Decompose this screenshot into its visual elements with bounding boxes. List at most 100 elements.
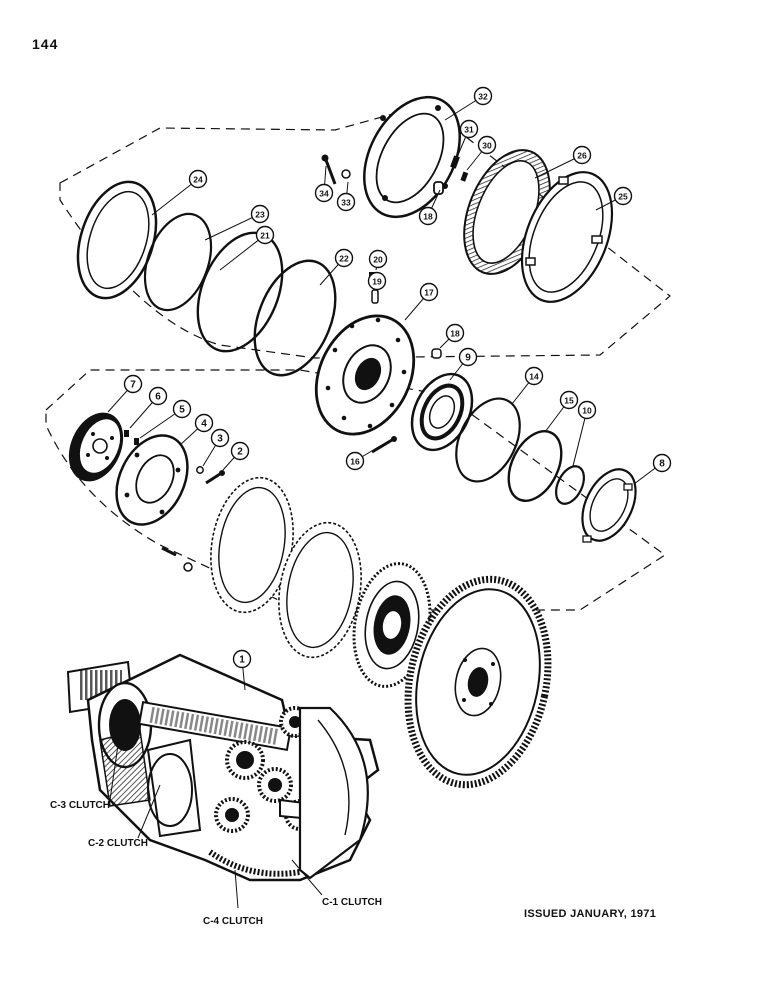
part-17-housing (314, 314, 416, 436)
callout-number: 26 (577, 151, 587, 161)
callout-17: 17 (404, 282, 439, 321)
callout-14: 14 (511, 366, 544, 405)
callout-number: 33 (341, 198, 351, 208)
callout-25: 25 (595, 186, 633, 211)
callout-number: 34 (319, 189, 329, 199)
callout-20: 20 (368, 249, 388, 271)
callout-number: 3 (217, 434, 223, 445)
callout-1: 1 (232, 649, 252, 691)
callout-8: 8 (633, 453, 672, 485)
callout-circle (230, 441, 250, 461)
part-33-nut (341, 169, 351, 179)
callout-4: 4 (179, 413, 214, 446)
callout-leader-line (219, 234, 266, 271)
part-5-pin (134, 438, 139, 445)
callout-9: 9 (449, 347, 478, 381)
page-number: 144 (32, 36, 59, 52)
callout-number: 7 (130, 380, 136, 391)
upper-group-outline (59, 104, 671, 359)
flywheel-ring-gear (404, 575, 552, 789)
callout-6: 6 (129, 386, 168, 429)
callout-circle (255, 225, 275, 245)
callout-32: 32 (444, 86, 493, 121)
callout-31: 31 (457, 119, 479, 156)
callout-10: 10 (572, 400, 597, 467)
part-19-pin (371, 289, 379, 304)
part-6-pin (124, 430, 129, 437)
callout-circle (524, 366, 544, 386)
callout-circle (232, 649, 252, 669)
label-c1-clutch: C-1 CLUTCH (322, 897, 382, 908)
callout-number: 6 (155, 392, 161, 403)
part-22-seal-ring (253, 259, 337, 377)
callout-leader-line (204, 213, 261, 241)
callout-circle (210, 428, 230, 448)
callout-number: 17 (424, 288, 434, 298)
callout-34: 34 (314, 165, 334, 203)
callout-number: 25 (618, 192, 628, 202)
label-c2-clutch: C-2 CLUTCH (88, 838, 148, 849)
callout-16: 16 (345, 445, 381, 471)
callout-24: 24 (151, 169, 208, 216)
callout-layer: 1234567891014151617181819202122232425263… (107, 86, 672, 691)
callout-30: 30 (466, 135, 497, 171)
callout-number: 31 (464, 125, 474, 135)
callout-circle (572, 145, 592, 165)
issued-date: ISSUED JANUARY, 1971 (524, 908, 657, 920)
part-21-seal-ring (196, 231, 284, 353)
callout-circle (172, 399, 192, 419)
callout-number: 20 (373, 255, 383, 265)
callout-number: 8 (659, 459, 665, 470)
callout-19: 19 (367, 271, 387, 296)
callout-circle (613, 186, 633, 206)
callout-33: 33 (336, 181, 356, 212)
callout-circle (459, 119, 479, 139)
small-pin-parts (161, 546, 193, 572)
callout-number: 32 (478, 92, 488, 102)
callout-26: 26 (534, 145, 592, 179)
label-c4-clutch: C-4 CLUTCH (203, 916, 263, 927)
label-c3-clutch: C-3 CLUTCH (50, 800, 110, 811)
callout-number: 14 (529, 372, 539, 382)
callout-number: 22 (339, 254, 349, 264)
part-25-steel-plate (520, 171, 614, 303)
callout-circle (458, 347, 478, 367)
callout-3: 3 (202, 428, 230, 467)
part-30-pin (460, 171, 469, 182)
part-9-piston (410, 372, 474, 452)
callout-circle (473, 86, 493, 106)
callout-number: 23 (255, 210, 265, 220)
callout-number: 9 (465, 353, 471, 364)
callout-number: 18 (450, 329, 460, 339)
callout-circle (314, 183, 334, 203)
part-18-lower-roller (431, 348, 442, 359)
callout-23: 23 (204, 204, 270, 241)
callout-number: 16 (350, 457, 360, 467)
callout-circle (194, 413, 214, 433)
part-10-seal (555, 465, 585, 505)
callout-2: 2 (222, 441, 250, 471)
callout-circle (336, 192, 356, 212)
part-15-seal (507, 430, 563, 502)
part-16-bolt (371, 436, 397, 454)
lower-group-outline (45, 369, 667, 611)
callout-number: 30 (482, 141, 492, 151)
callout-number: 1 (239, 655, 245, 666)
callout-18: 18 (418, 189, 441, 226)
part-8-spring-plate (581, 468, 637, 543)
part-31-pin (450, 155, 460, 169)
callout-circle (419, 282, 439, 302)
callout-5: 5 (139, 399, 192, 439)
part-24-washer (76, 180, 158, 300)
callout-circle (418, 206, 438, 226)
callout-circle (559, 390, 579, 410)
part-4-retainer (115, 434, 189, 526)
callout-number: 24 (193, 175, 203, 185)
callout-circle (334, 248, 354, 268)
callout-number: 5 (179, 405, 185, 416)
callout-circle (652, 453, 672, 473)
callout-leader-line (151, 178, 199, 216)
callout-18: 18 (439, 323, 465, 349)
